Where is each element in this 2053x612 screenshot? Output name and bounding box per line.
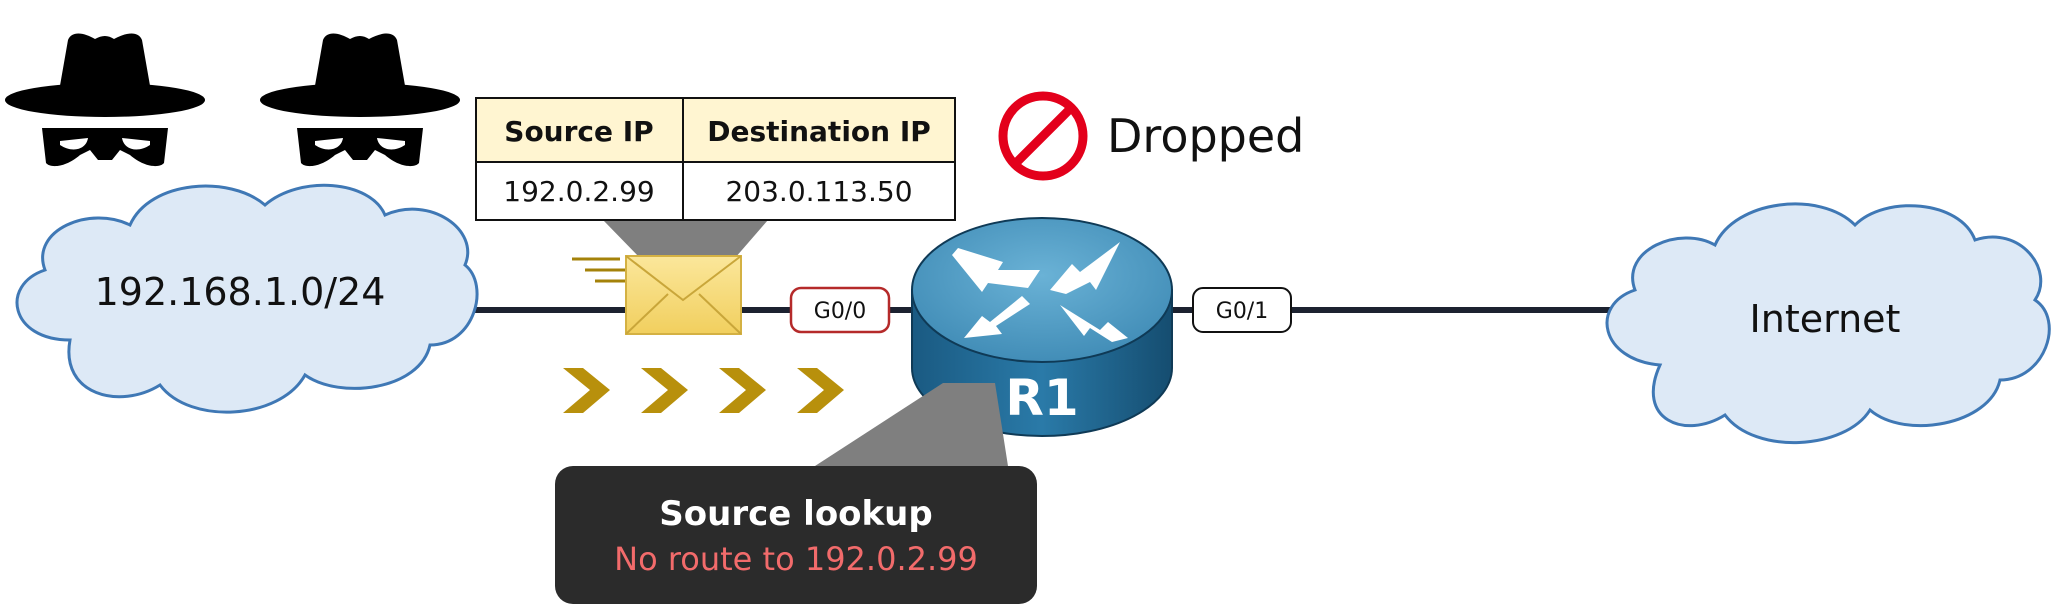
callout-message: No route to 192.0.2.99 (614, 540, 978, 578)
spy-icon (260, 33, 460, 167)
direction-chevrons (563, 368, 844, 413)
source-lookup-callout: Source lookup No route to 192.0.2.99 (555, 383, 1037, 604)
chevron-right-icon (719, 368, 766, 413)
dropped-label: Dropped (1107, 109, 1304, 163)
left-network-cloud: 192.168.1.0/24 (15, 183, 479, 414)
callout-pointer (815, 383, 1008, 466)
chevron-right-icon (641, 368, 688, 413)
header-source-ip: Source IP (504, 115, 653, 148)
callout-title: Source lookup (659, 494, 932, 534)
packet-header-table: Source IP Destination IP 192.0.2.99 203.… (475, 97, 956, 258)
no-entry-icon (998, 91, 1088, 181)
interface-left: G0/0 (789, 286, 891, 334)
value-destination-ip: 203.0.113.50 (725, 175, 912, 208)
interface-left-label: G0/0 (814, 299, 866, 324)
router-arrows-icon (952, 242, 1128, 342)
value-source-ip: 192.0.2.99 (503, 175, 654, 208)
envelope-icon (572, 255, 742, 335)
table-connector (603, 220, 768, 258)
chevron-right-icon (563, 368, 610, 413)
router-label: R1 (1005, 369, 1078, 427)
chevron-right-icon (797, 368, 844, 413)
right-network-cloud: Internet (1605, 202, 2051, 444)
right-network-label: Internet (1750, 297, 1901, 341)
interface-right-label: G0/1 (1216, 299, 1268, 324)
interface-right: G0/1 (1192, 287, 1292, 333)
left-network-label: 192.168.1.0/24 (95, 270, 386, 314)
header-destination-ip: Destination IP (707, 115, 931, 148)
spy-icon (5, 33, 205, 167)
dropped-indicator: Dropped (998, 91, 1304, 181)
